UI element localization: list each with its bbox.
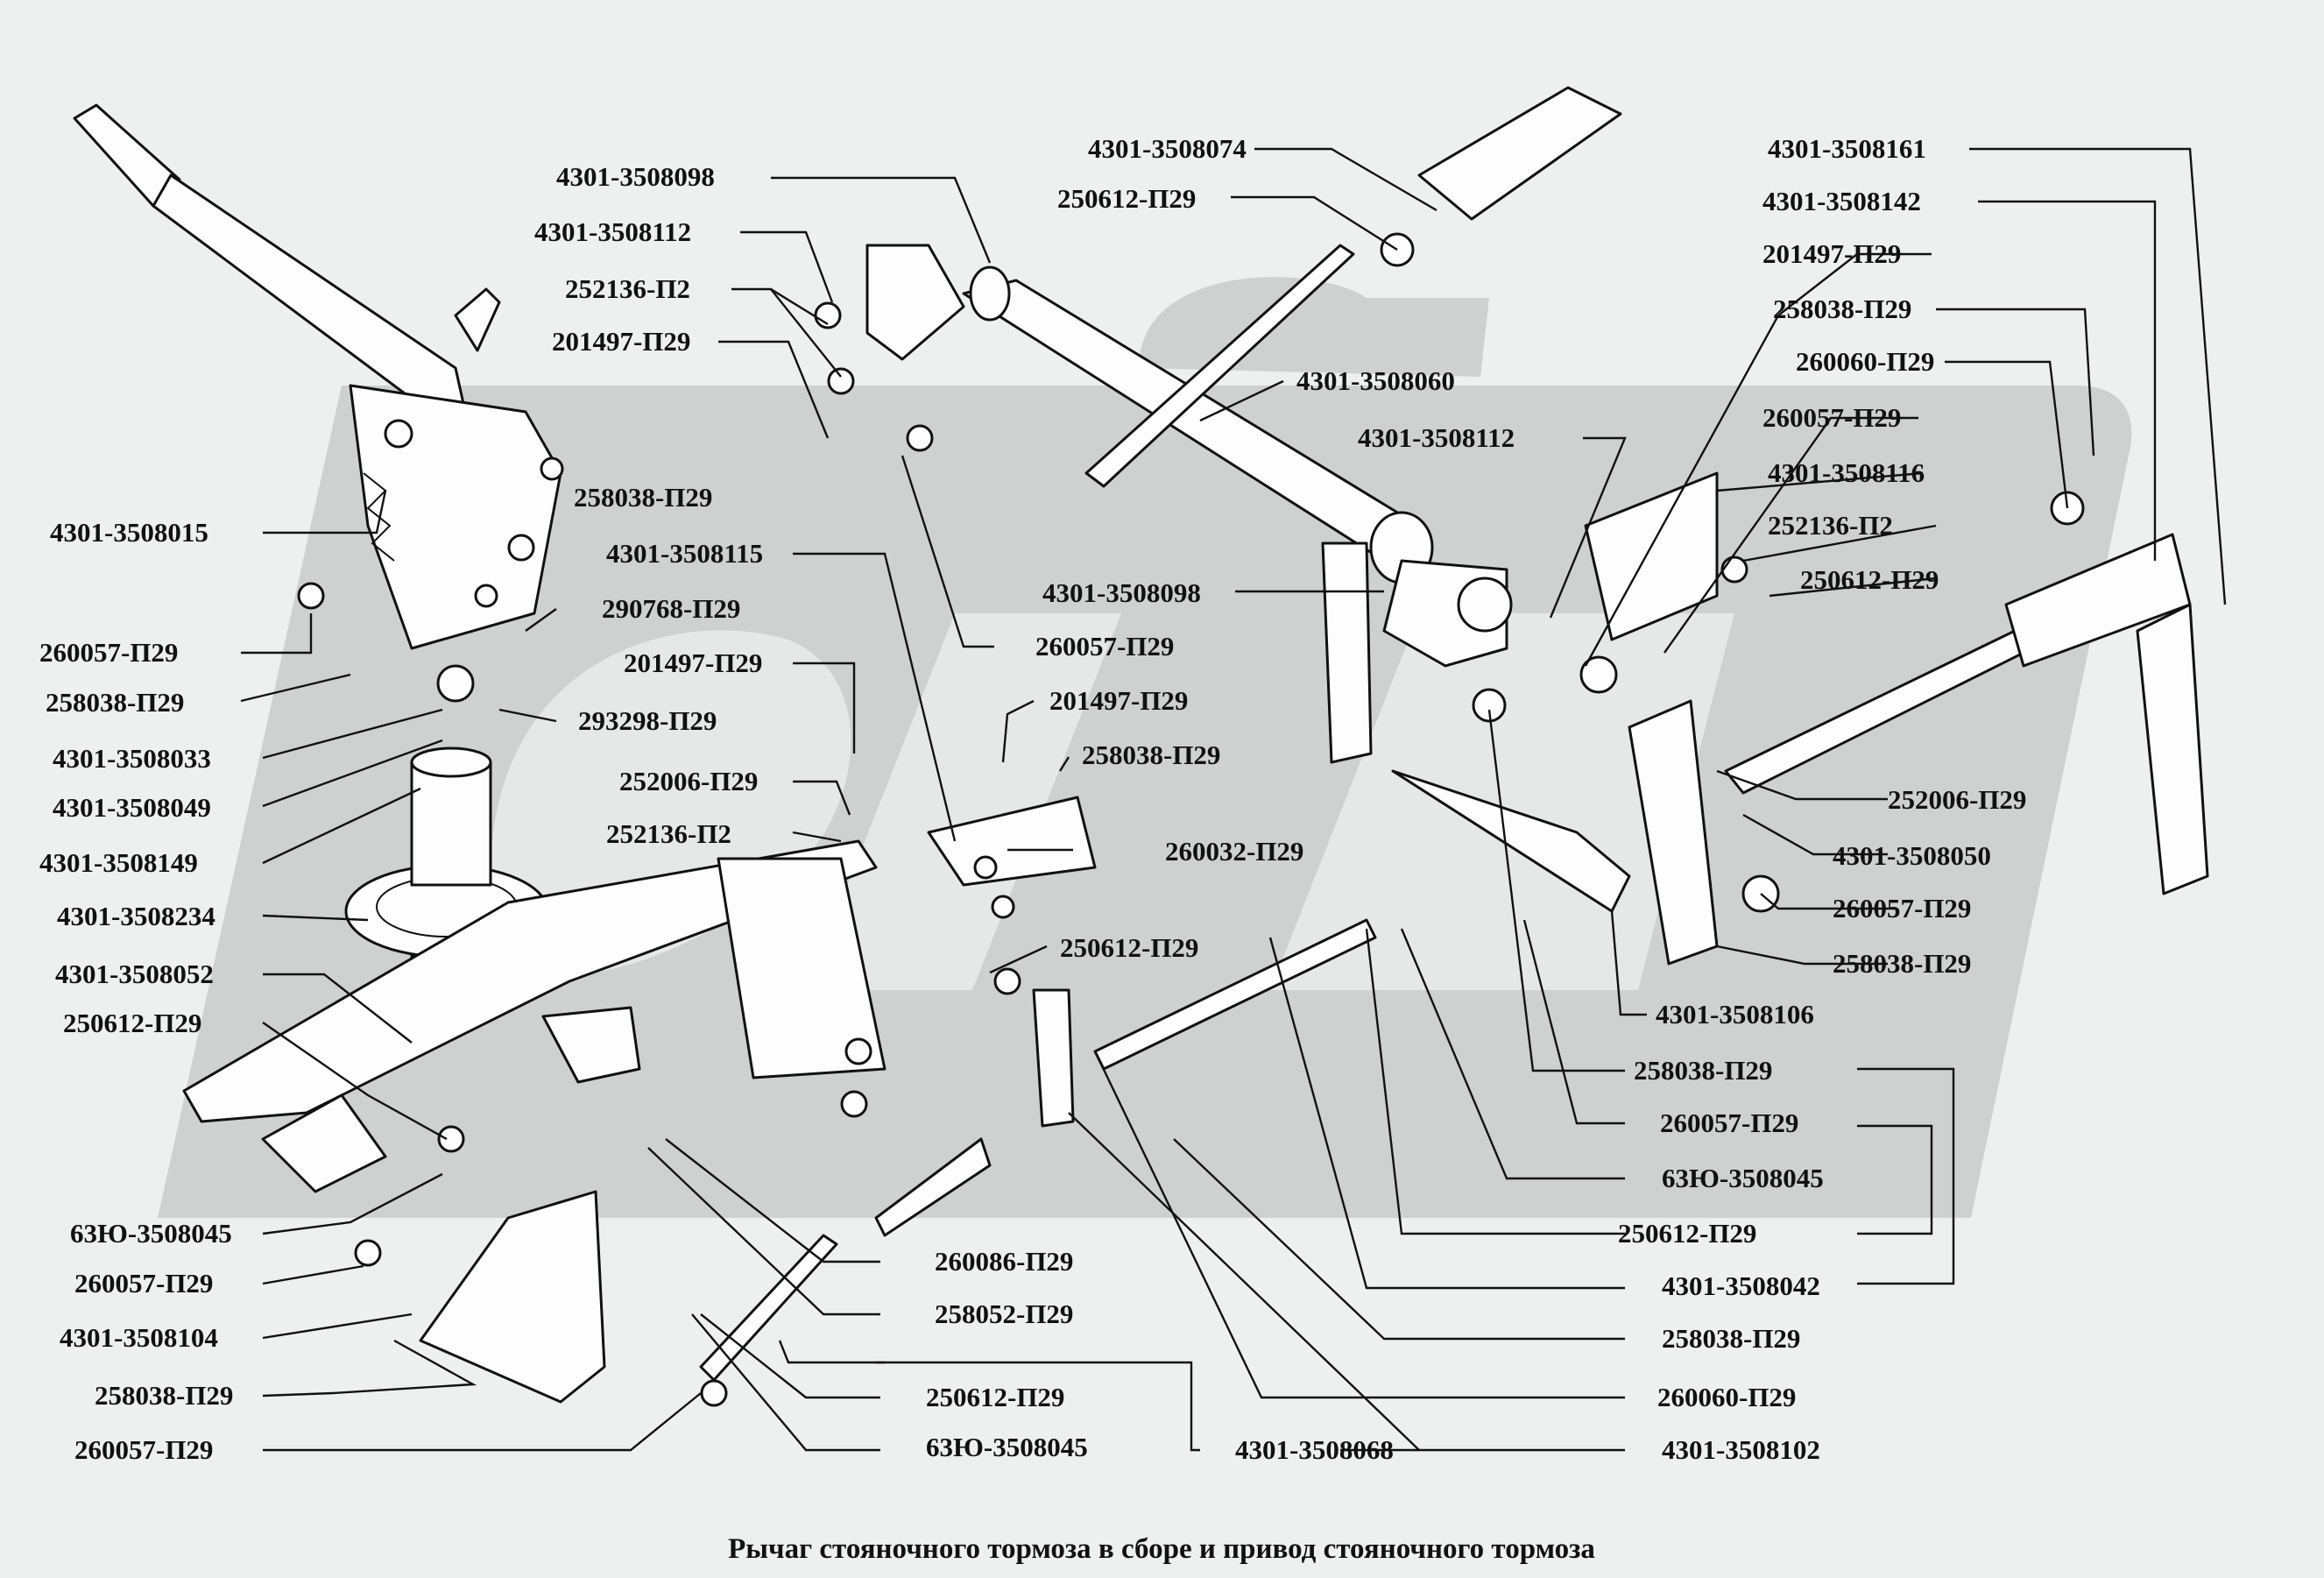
- brackets: [419, 471, 2209, 1404]
- part-label: 201497-П29: [552, 326, 690, 357]
- part-label: 4301-3508115: [606, 538, 763, 569]
- diagram-caption: Рычаг стояночного тормоза в сборе и прив…: [728, 1533, 1595, 1565]
- part-label: 260057-П29: [1762, 402, 1901, 433]
- part-label: 4301-3508102: [1662, 1434, 1820, 1465]
- part-label: 250612-П29: [1057, 183, 1196, 214]
- part-labels: 4301-3508098 4301-3508112 252136-П2 2014…: [39, 133, 2026, 1465]
- part-label: 4301-3508234: [57, 901, 215, 931]
- part-label: 4301-3508098: [1042, 577, 1201, 608]
- part-label: 258038-П29: [1082, 739, 1220, 770]
- part-label: 201497-П29: [1049, 685, 1188, 716]
- part-label: 258038-П29: [574, 482, 712, 513]
- part-label: 4301-3508050: [1833, 840, 1991, 871]
- part-label: 4301-3508142: [1762, 186, 1921, 216]
- part-label: 252136-П2: [606, 818, 731, 849]
- part-label: 258038-П29: [46, 687, 184, 718]
- part-label: 201497-П29: [1762, 238, 1901, 269]
- parts: [73, 86, 2209, 1407]
- part-label: 260032-П29: [1165, 836, 1303, 867]
- part-label: 4301-3508106: [1656, 999, 1814, 1030]
- part-label: 4301-3508112: [1358, 422, 1515, 453]
- hand-brake-lever: [73, 103, 564, 650]
- part-label: 4301-3508060: [1296, 365, 1455, 396]
- part-label: 4301-3508116: [1768, 457, 1925, 488]
- part-label: 258038-П29: [1833, 948, 1971, 979]
- part-label: 4301-3508104: [60, 1322, 218, 1353]
- part-label: 4301-3508112: [534, 216, 691, 247]
- part-label: 260057-П29: [1035, 631, 1174, 662]
- part-label: 201497-П29: [624, 647, 762, 678]
- part-label: 293298-П29: [578, 705, 717, 736]
- part-label: 290768-П29: [602, 593, 740, 624]
- part-label: 260057-П29: [1833, 893, 1971, 923]
- part-label: 250612-П29: [1060, 932, 1198, 963]
- base-plate: [182, 747, 887, 1193]
- part-label: 4301-3508049: [53, 792, 211, 823]
- part-label: 250612-П29: [1800, 564, 1939, 595]
- part-label: 252006-П29: [1888, 784, 2026, 815]
- part-label: 260057-П29: [74, 1268, 213, 1298]
- part-label: 260057-П29: [39, 637, 178, 668]
- part-label: 260086-П29: [935, 1246, 1073, 1277]
- part-label: 4301-3508074: [1088, 133, 1247, 164]
- part-label: 250612-П29: [926, 1382, 1064, 1412]
- rods: [699, 86, 2192, 1382]
- leader-lines: [240, 147, 2227, 1452]
- part-label: 63Ю-3508045: [926, 1432, 1088, 1462]
- cross-shaft: [865, 244, 1513, 764]
- part-label: 258038-П29: [1662, 1323, 1800, 1354]
- part-label: 258052-П29: [935, 1298, 1073, 1329]
- part-label: 250612-П29: [63, 1008, 201, 1038]
- part-label: 258038-П29: [1634, 1055, 1772, 1086]
- part-label: 4301-3508042: [1662, 1270, 1820, 1301]
- part-label: 252006-П29: [619, 766, 758, 796]
- part-label: 258038-П29: [1773, 294, 1911, 324]
- part-label: 63Ю-3508045: [70, 1218, 232, 1249]
- part-label: 63Ю-3508045: [1662, 1163, 1824, 1193]
- part-label: 4301-3508098: [556, 161, 715, 192]
- part-label: 4301-3508033: [53, 743, 211, 774]
- part-label: 260057-П29: [74, 1434, 213, 1465]
- part-label: 4301-3508052: [55, 959, 214, 989]
- part-label: 4301-3508015: [50, 517, 208, 548]
- part-label: 260057-П29: [1660, 1107, 1798, 1138]
- part-label: 250612-П29: [1618, 1218, 1756, 1249]
- part-label: 260060-П29: [1796, 346, 1934, 377]
- part-label: 258038-П29: [95, 1380, 233, 1411]
- part-label: 252136-П2: [1768, 510, 1893, 541]
- part-label: 260060-П29: [1657, 1382, 1796, 1412]
- part-label: 4301-3508149: [39, 847, 198, 878]
- part-label: 4301-3508161: [1768, 133, 1926, 164]
- part-label: 4301-3508068: [1235, 1434, 1394, 1465]
- part-label: 252136-П2: [565, 273, 690, 304]
